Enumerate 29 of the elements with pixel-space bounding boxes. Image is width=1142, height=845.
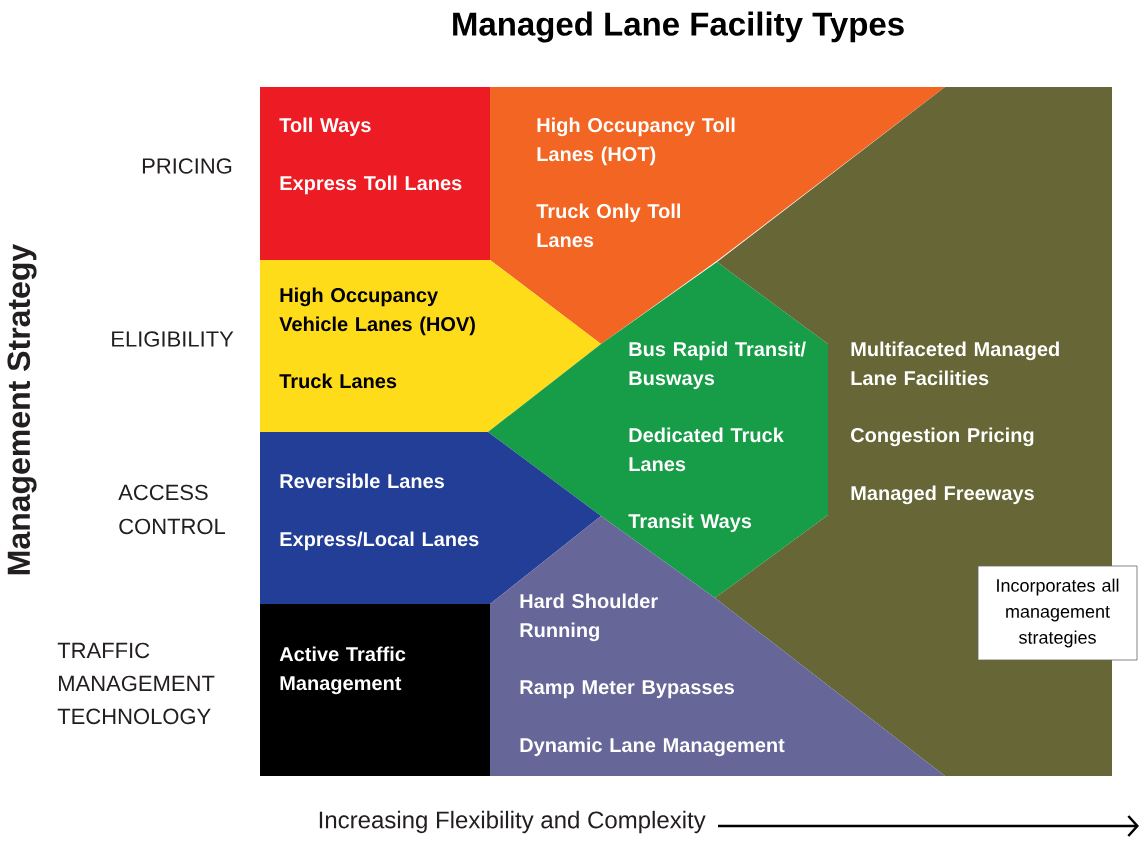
facility-label: Hard Shoulder Running xyxy=(520,593,658,642)
facility-label: Reversible Lanes xyxy=(280,473,444,489)
facility-label: Managed Freeways xyxy=(851,485,1034,505)
facility-label: Express/Local Lanes xyxy=(280,531,479,551)
callout-box: Incorporates all management strategies xyxy=(977,565,1138,661)
facility-label: Truck Lanes xyxy=(279,373,397,389)
facility-label: Dynamic Lane Management xyxy=(520,737,785,757)
lane-type-region xyxy=(260,604,490,776)
facility-label: High Occupancy Vehicle Lanes (HOV) xyxy=(279,287,475,336)
row-label: TRAFFIC MANAGEMENT TECHNOLOGY xyxy=(57,642,215,725)
facility-label: Express Toll Lanes xyxy=(280,175,462,195)
row-label: PRICING xyxy=(142,158,232,174)
facility-label: Congestion Pricing xyxy=(851,427,1034,447)
lane-type-region xyxy=(260,260,601,432)
axis-title: Management Strategy xyxy=(7,243,37,575)
facility-label: Toll Ways xyxy=(279,117,371,137)
row-label: ELIGIBILITY xyxy=(112,331,234,347)
facility-label: Ramp Meter Bypasses xyxy=(520,680,734,699)
row-label: ACCESS CONTROL xyxy=(118,484,226,535)
facility-label: Active Traffic Management xyxy=(279,646,406,695)
title: Managed Lane Facility Types xyxy=(453,11,904,43)
facility-label: Multifaceted Managed Lane Facilities xyxy=(851,341,1059,386)
facility-label: Bus Rapid Transit/ Busways xyxy=(629,341,806,390)
lane-type-region xyxy=(260,87,490,260)
facility-label: High Occupancy Toll Lanes (HOT) xyxy=(537,117,735,166)
facility-label: Dedicated Truck Lanes xyxy=(629,427,784,472)
axis-title: Increasing Flexibility and Complexity xyxy=(319,810,706,834)
facility-label: Truck Only Toll Lanes xyxy=(536,203,681,248)
facility-label: Transit Ways xyxy=(628,513,752,533)
